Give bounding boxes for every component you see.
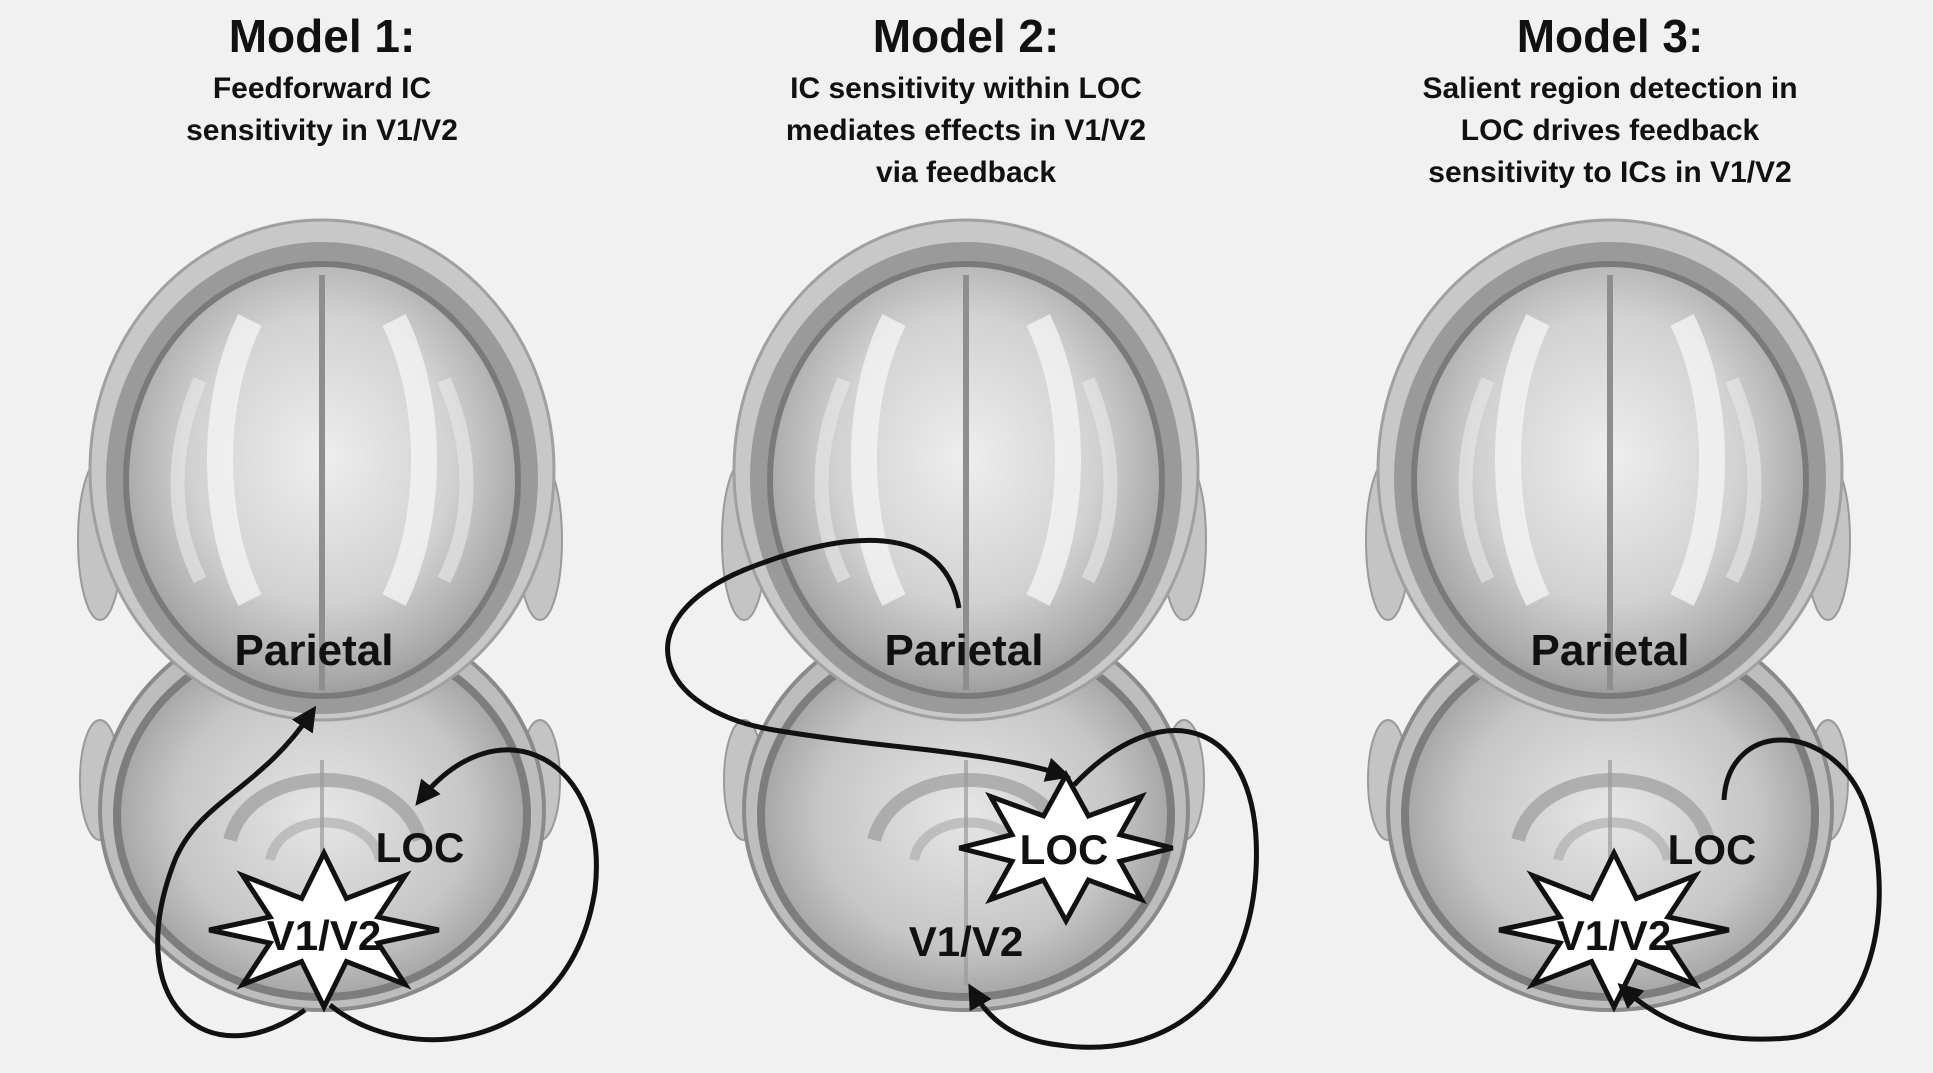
- panel-subtitle: Feedforward IC sensitivity in V1/V2: [0, 68, 644, 152]
- subtitle-line: via feedback: [644, 152, 1288, 194]
- label-parietal: Parietal: [885, 626, 1044, 675]
- brain-diagram-model-1: Parietal LOC V1/V2: [0, 0, 644, 1073]
- panel-model-2: Parietal LOC V1/V2 Model 2: IC sensitivi…: [644, 0, 1288, 1073]
- panel-header: Model 3: Salient region detection in LOC…: [1288, 8, 1932, 194]
- label-v1v2: V1/V2: [267, 912, 381, 959]
- panel-title: Model 2:: [644, 8, 1288, 64]
- subtitle-line: sensitivity to ICs in V1/V2: [1288, 152, 1932, 194]
- label-v1v2: V1/V2: [1557, 912, 1671, 959]
- panel-header: Model 1: Feedforward IC sensitivity in V…: [0, 8, 644, 152]
- panel-model-3: Parietal LOC V1/V2 Model 3: Salient regi…: [1288, 0, 1932, 1073]
- panel-model-1: Parietal LOC V1/V2 Model 1: Feedforward …: [0, 0, 644, 1073]
- subtitle-line: mediates effects in V1/V2: [644, 110, 1288, 152]
- subtitle-line: IC sensitivity within LOC: [644, 68, 1288, 110]
- panel-subtitle: IC sensitivity within LOC mediates effec…: [644, 68, 1288, 194]
- panel-title: Model 1:: [0, 8, 644, 64]
- label-loc: LOC: [1020, 826, 1109, 873]
- subtitle-line: Salient region detection in: [1288, 68, 1932, 110]
- subtitle-line: Feedforward IC: [0, 68, 644, 110]
- label-parietal: Parietal: [235, 626, 394, 675]
- panel-subtitle: Salient region detection in LOC drives f…: [1288, 68, 1932, 194]
- label-parietal: Parietal: [1531, 626, 1690, 675]
- label-loc: LOC: [376, 824, 465, 871]
- subtitle-line: sensitivity in V1/V2: [0, 110, 644, 152]
- label-v1v2: V1/V2: [909, 918, 1023, 965]
- label-loc: LOC: [1668, 826, 1757, 873]
- subtitle-line: LOC drives feedback: [1288, 110, 1932, 152]
- panel-header: Model 2: IC sensitivity within LOC media…: [644, 8, 1288, 194]
- panel-title: Model 3:: [1288, 8, 1932, 64]
